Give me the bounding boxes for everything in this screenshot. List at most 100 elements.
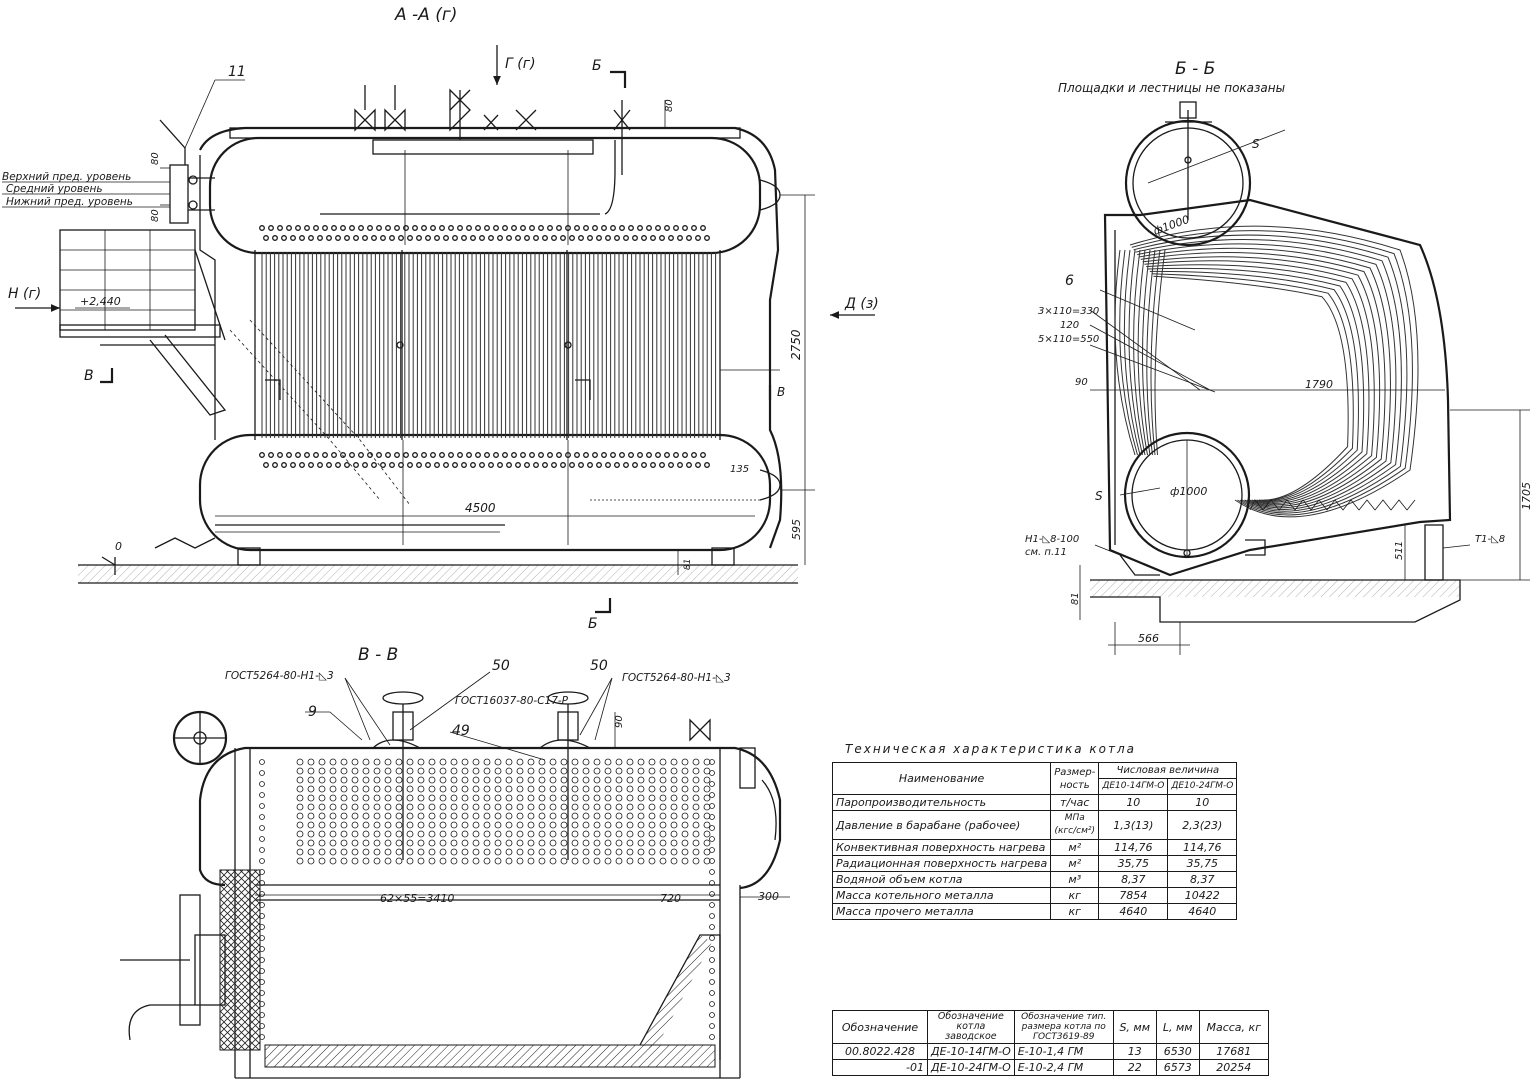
callout-49: 49 <box>452 723 470 739</box>
tech-row-unit: кг <box>1050 887 1100 904</box>
tech-row-name: Паропроизводительность <box>831 794 1052 811</box>
dim-135: 135 <box>730 464 749 475</box>
tech-row-v2: 8,37 <box>1167 871 1238 888</box>
table-row: Масса прочего металла кг 4640 4640 <box>831 903 1238 920</box>
view-vv: ГОСТ5264-80-Н1-◺3 ГОСТ16037-80-С17-Р ГОС… <box>120 658 790 1079</box>
section-aa-title: А -А (г) <box>394 5 457 25</box>
n-arrow-label: Н (г) <box>8 286 41 302</box>
tech-row-v1: 1,3(13) <box>1098 810 1169 840</box>
tube-hole-grid <box>259 758 715 1040</box>
tech-row-v2: 10422 <box>1167 887 1238 904</box>
gost-mid: ГОСТ16037-80-С17-Р <box>455 695 569 707</box>
weld-h1: Н1-◺8-100 <box>1025 534 1079 545</box>
tech-row-name: Радиационная поверхность нагрева <box>831 855 1052 872</box>
dim-4500: 4500 <box>465 501 496 515</box>
tech-row-v1: 114,76 <box>1098 839 1169 856</box>
callout-50-b: 50 <box>590 658 608 674</box>
spec-head-factory: Обозначение котла заводское <box>927 1010 1015 1044</box>
dim-90-vv: 90 <box>614 715 625 728</box>
convection-tube-bank <box>261 252 717 438</box>
dim-720: 720 <box>660 892 681 905</box>
dim-120: 120 <box>1060 320 1079 331</box>
phi-bottom-drum: ф1000 <box>1170 485 1207 498</box>
view-aa: Г (г) Б Б В В Н (г) Д (з) 11 Верхний пре… <box>2 45 879 632</box>
gamma-arrow-label: Г (г) <box>505 56 536 72</box>
table-row: Водяной объем котла м³ 8,37 8,37 <box>831 871 1238 888</box>
s-top: S <box>1252 137 1260 151</box>
spec-row-gost: Е-10-1,4 ГМ <box>1013 1043 1114 1060</box>
platform-elevation: +2,440 <box>80 295 121 308</box>
spec-row-mass: 20254 <box>1198 1059 1269 1076</box>
tech-row-v1: 8,37 <box>1098 871 1169 888</box>
dim-80-a: 80 <box>150 152 161 165</box>
spec-head-l: L, мм <box>1155 1010 1200 1044</box>
tech-row-unit: м³ <box>1050 871 1100 888</box>
tech-table-caption: Техническая характеристика котла <box>845 742 1137 756</box>
screen-tubes <box>1114 225 1419 518</box>
tech-row-name: Давление в барабане (рабочее) <box>831 810 1052 840</box>
callout-11: 11 <box>228 64 246 80</box>
level-lower-label: Нижний пред. уровень <box>6 196 133 208</box>
spec-row-s: 22 <box>1112 1059 1157 1076</box>
spec-row-designation: -01 <box>832 1059 928 1076</box>
spec-head-mass: Масса, кг <box>1198 1010 1269 1044</box>
spec-table: Обозначение Обозначение котла заводское … <box>832 1010 1269 1076</box>
spec-row-l: 6530 <box>1155 1043 1200 1060</box>
dim-595: 595 <box>790 519 803 540</box>
table-row: Давление в барабане (рабочее) МПа (кгс/с… <box>831 810 1238 840</box>
tech-row-v1: 10 <box>1098 794 1169 811</box>
dim-300: 300 <box>758 890 779 903</box>
weld-h1-note: см. п.11 <box>1025 547 1067 558</box>
tech-row-v1: 4640 <box>1098 903 1169 920</box>
tech-row-unit: т/час <box>1050 794 1100 811</box>
tech-row-v2: 35,75 <box>1167 855 1238 872</box>
section-bb-title: Б - Б <box>1175 59 1215 79</box>
tech-row-unit: кг <box>1050 903 1100 920</box>
level-upper-label: Верхний пред. уровень <box>2 171 131 183</box>
tech-row-v1: 7854 <box>1098 887 1169 904</box>
spec-head-designation: Обозначение <box>832 1010 928 1044</box>
dim-80-c: 80 <box>664 99 675 112</box>
table-row: 00.8022.428 ДЕ-10-14ГМ-О Е-10-1,4 ГМ 13 … <box>832 1043 1269 1060</box>
gost-right: ГОСТ5264-80-Н1-◺3 <box>622 672 731 684</box>
d-arrow-label: Д (з) <box>844 296 879 312</box>
v-mark-left: В <box>84 368 94 384</box>
b-mark-top: Б <box>592 58 602 74</box>
tech-table: Наименование Размер-ность Числовая велич… <box>831 762 1238 920</box>
lower-drum-holes <box>259 452 710 468</box>
dim-90: 90 <box>1075 377 1088 388</box>
tech-row-name: Масса прочего металла <box>831 903 1052 920</box>
spec-row-factory: ДЕ-10-14ГМ-О <box>927 1043 1015 1060</box>
dim-81: 81 <box>683 559 693 570</box>
tech-row-unit: м² <box>1050 839 1100 856</box>
tech-head-dim: Размер-ность <box>1050 762 1100 795</box>
tech-head-model1: ДЕ10-14ГМ-О <box>1098 778 1169 795</box>
level-middle-label: Средний уровень <box>6 183 103 195</box>
spec-row-designation: 00.8022.428 <box>832 1043 928 1060</box>
dim-566: 566 <box>1138 632 1159 645</box>
callout-50-a: 50 <box>492 658 510 674</box>
tech-row-v1: 35,75 <box>1098 855 1169 872</box>
spec-head-gost: Обозначение тип. размера котла по ГОСТ36… <box>1013 1010 1114 1044</box>
view-bb: ф1000 ф1000 S S 6 3×110=330 120 5×110=55… <box>1025 101 1533 655</box>
dim-3x110: 3×110=330 <box>1038 306 1099 317</box>
top-valves <box>354 85 631 175</box>
spec-head-s: S, мм <box>1112 1010 1157 1044</box>
callout-6: 6 <box>1065 273 1074 289</box>
table-row: Конвективная поверхность нагрева м² 114,… <box>831 839 1238 856</box>
dim-1790: 1790 <box>1305 378 1333 391</box>
table-row: Радиационная поверхность нагрева м² 35,7… <box>831 855 1238 872</box>
tech-head-name: Наименование <box>831 762 1052 795</box>
spec-row-gost: Е-10-2,4 ГМ <box>1013 1059 1114 1076</box>
tech-row-unit: МПа (кгс/см²) <box>1050 810 1100 840</box>
section-vv-title: В - В <box>358 645 398 665</box>
spec-row-factory: ДЕ-10-24ГМ-О <box>927 1059 1015 1076</box>
zero-mark: 0 <box>115 540 122 553</box>
weld-t1: Т1-◺8 <box>1475 534 1505 545</box>
tech-row-name: Водяной объем котла <box>831 871 1052 888</box>
tech-head-value: Числовая величина <box>1098 762 1238 779</box>
tech-row-name: Конвективная поверхность нагрева <box>831 839 1052 856</box>
dim-511: 511 <box>1394 541 1405 560</box>
dim-81: 81 <box>1070 592 1081 605</box>
